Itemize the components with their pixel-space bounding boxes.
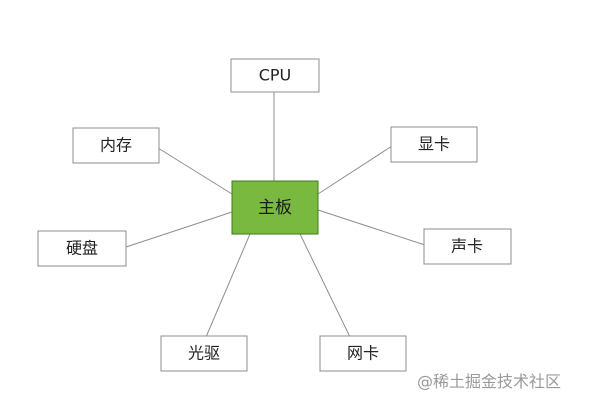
edge-sound xyxy=(317,209,426,246)
node-gpu: 显卡 xyxy=(390,126,478,163)
node-optical: 光驱 xyxy=(160,335,248,372)
node-motherboard-label: 主板 xyxy=(258,198,292,218)
node-cpu: CPU xyxy=(230,58,320,93)
edge-memory xyxy=(157,147,233,195)
node-network: 网卡 xyxy=(319,335,407,372)
node-optical-box xyxy=(160,335,248,372)
node-memory: 内存 xyxy=(72,127,160,164)
node-memory-label: 内存 xyxy=(100,136,132,155)
node-network-box xyxy=(319,335,407,372)
node-cpu-label: CPU xyxy=(259,66,292,85)
node-disk: 硬盘 xyxy=(37,230,127,267)
edges xyxy=(125,92,426,338)
node-sound-label: 声卡 xyxy=(451,237,483,256)
node-motherboard-box xyxy=(231,180,319,235)
node-optical-label: 光驱 xyxy=(188,344,220,363)
watermark: @稀土掘金技术社区 xyxy=(417,372,562,391)
node-motherboard: 主板 xyxy=(231,180,319,235)
node-disk-label: 硬盘 xyxy=(66,239,98,258)
edge-network xyxy=(299,233,351,338)
node-sound-box xyxy=(423,228,512,265)
node-sound: 声卡 xyxy=(423,228,512,265)
edge-optical xyxy=(205,233,251,338)
node-disk-box xyxy=(37,230,127,267)
node-cpu-box xyxy=(230,58,320,93)
node-gpu-label: 显卡 xyxy=(418,135,450,154)
edge-gpu xyxy=(317,145,393,195)
node-gpu-box xyxy=(390,126,478,163)
node-network-label: 网卡 xyxy=(347,344,379,363)
edge-disk xyxy=(125,211,233,248)
node-memory-box xyxy=(72,127,160,164)
